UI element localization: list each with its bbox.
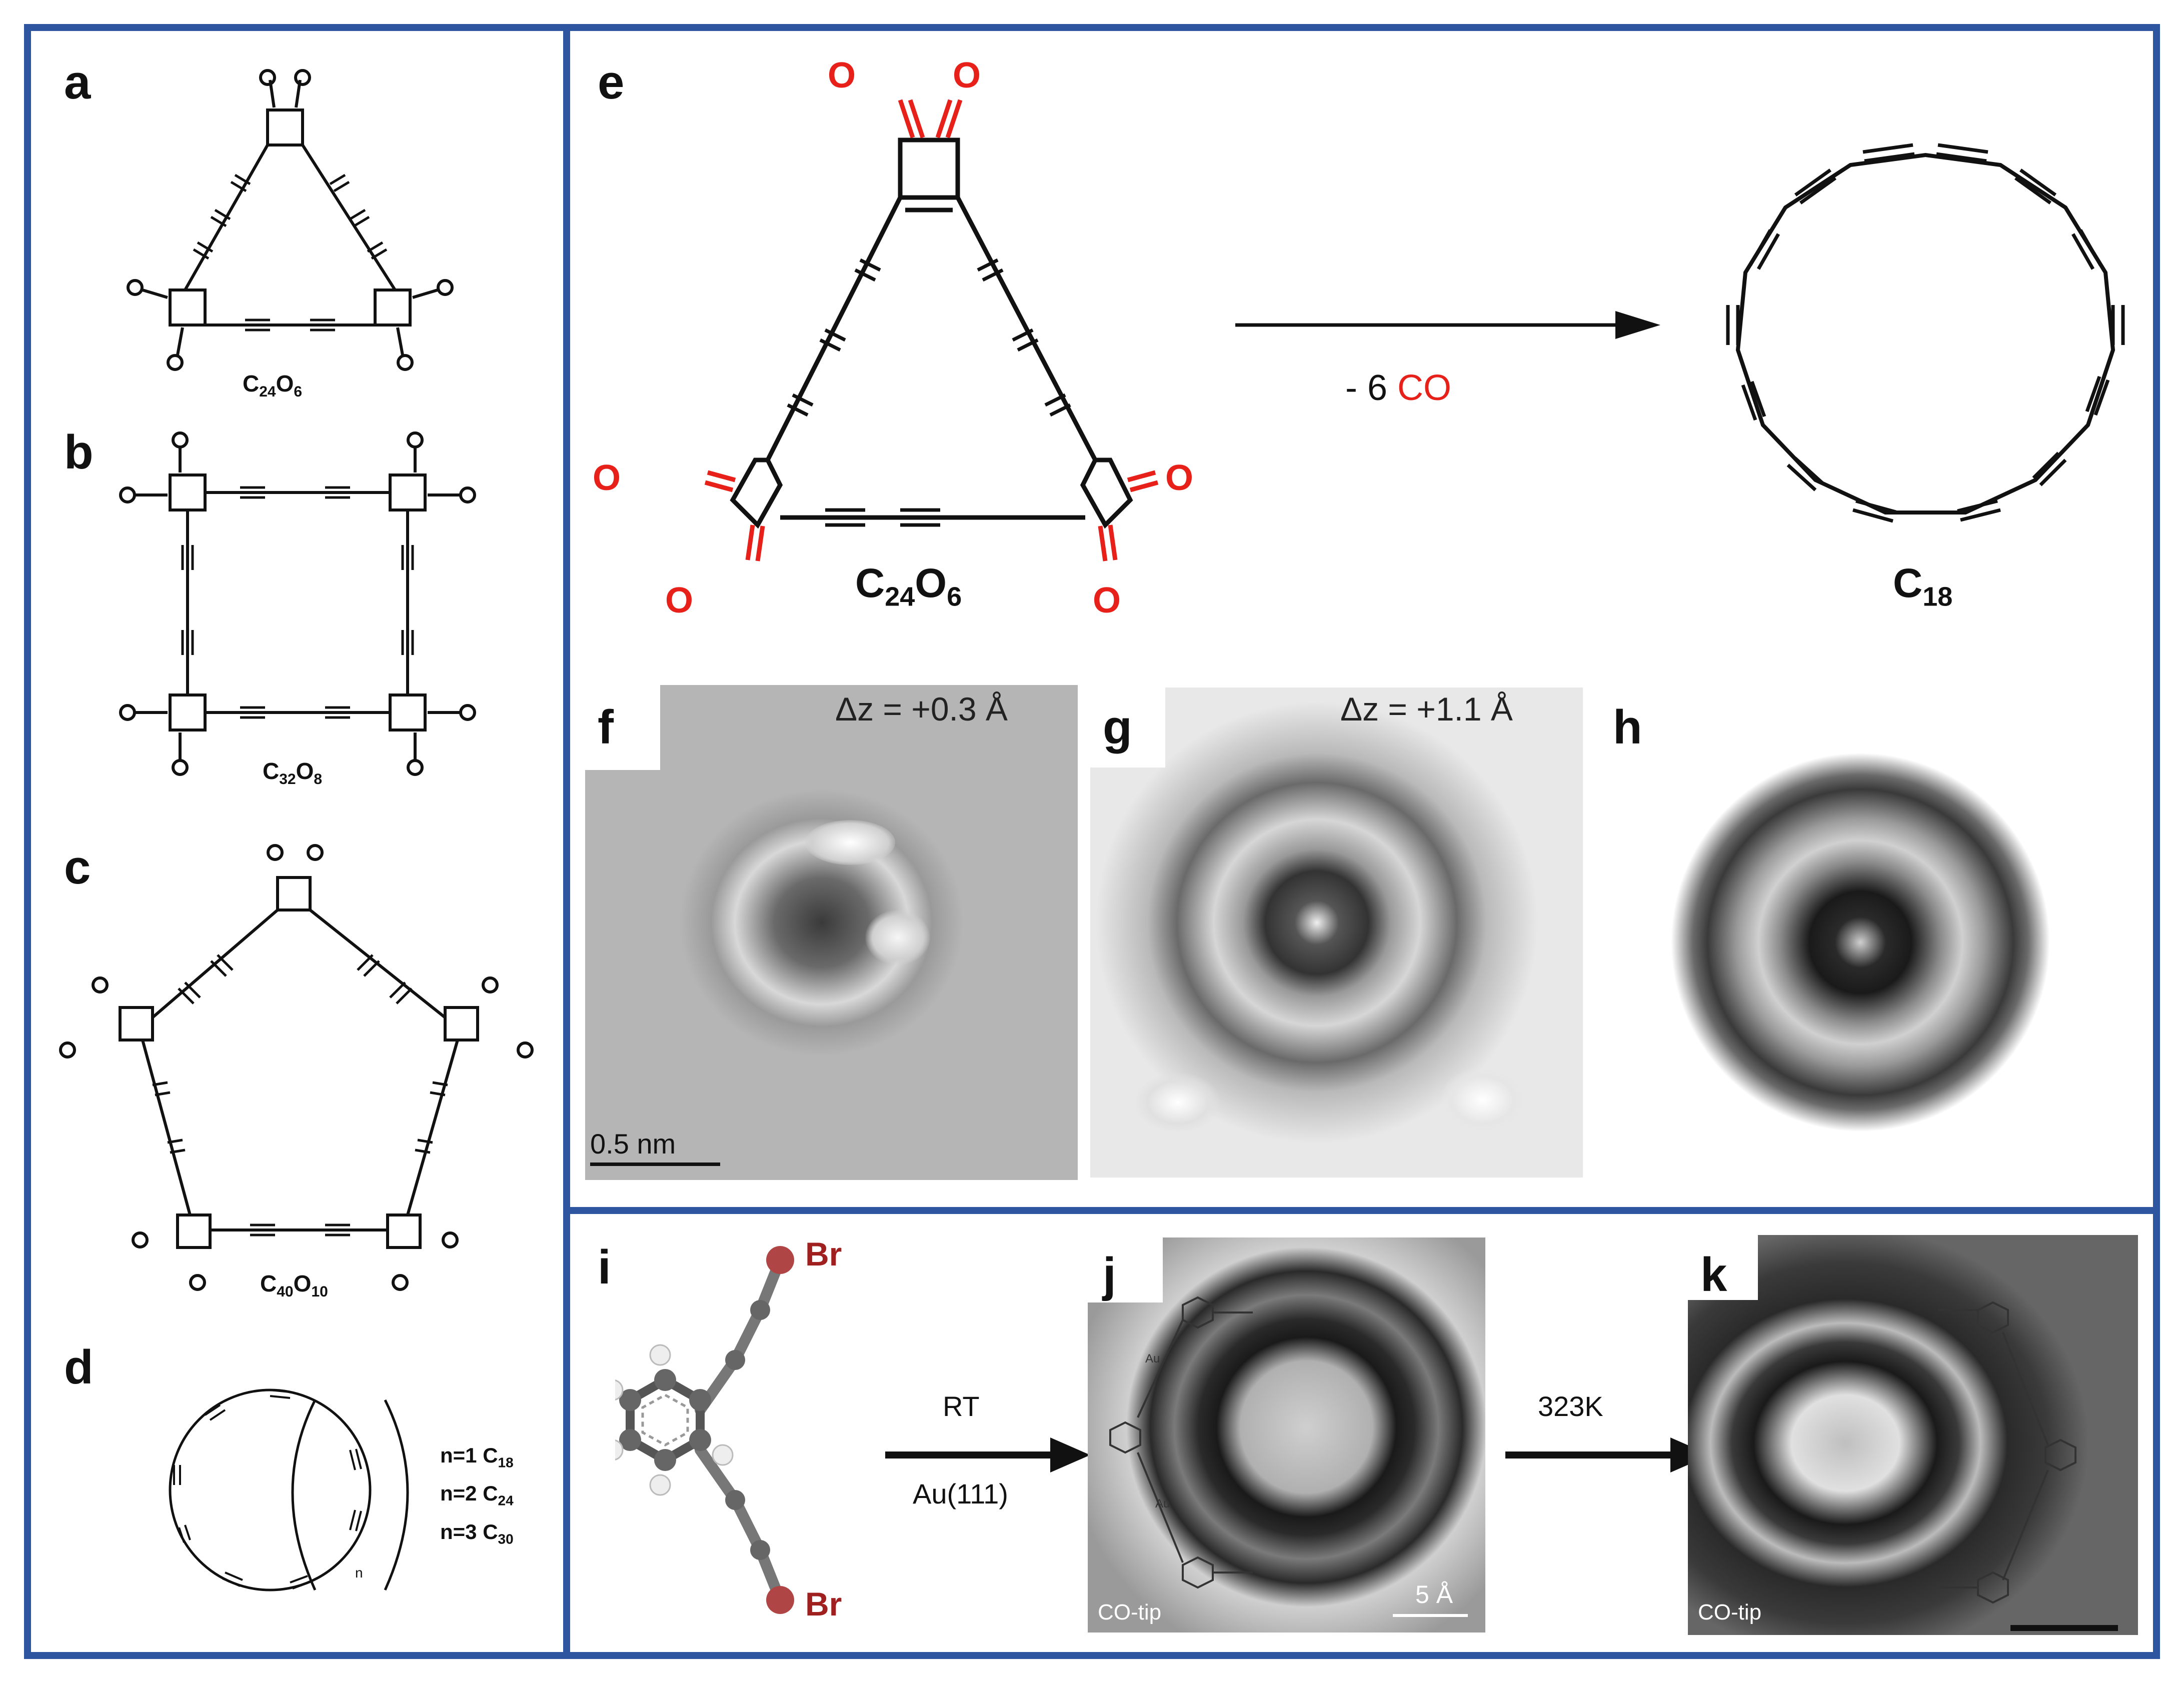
arrow-label-323k: 323K: [1538, 1390, 1603, 1422]
reaction-arrow-j: [1505, 1438, 1710, 1472]
arrow-label-e: - 6 CO: [1345, 368, 1452, 408]
panel-label-j: j: [1103, 1248, 1116, 1302]
k-scale-bar: [2010, 1625, 2118, 1631]
reaction-arrow-i: [885, 1438, 1090, 1472]
afm-image-g: [1090, 688, 1583, 1178]
d-series-list: n=1 C18 n=2 C24 n=3 C30: [440, 1440, 514, 1554]
bottom-right-panel-frame: [563, 1207, 2160, 1659]
panel-label-a: a: [64, 56, 91, 109]
d-series-n3: n=3 C30: [440, 1520, 514, 1547]
f-dz-label: Δz = +0.3 Å: [835, 690, 1008, 728]
oxygen-label-left-bottom: O: [665, 580, 694, 620]
oxygen-label-left: O: [593, 458, 621, 498]
arrow-label-au111: Au(111): [913, 1478, 1008, 1510]
panel-label-b: b: [64, 426, 94, 479]
afm-g-bright-spot-left: [1135, 1072, 1220, 1132]
svg-text:Au: Au: [1155, 1497, 1170, 1510]
structure-cyclocarbon-series: [169, 1388, 409, 1592]
panel-label-k: k: [1700, 1248, 1727, 1302]
f-scale-bar: [590, 1162, 720, 1166]
panel-label-d: d: [64, 1340, 94, 1394]
formula-c24o6-a: C24O6: [243, 370, 303, 400]
molecule-ball-stick-i: [615, 1246, 794, 1614]
structure-c32o8: [119, 432, 476, 776]
d-series-n1: n=1 C18: [440, 1444, 514, 1470]
afm-j-white-box: [1088, 1238, 1163, 1302]
k-co-tip-label: CO-tip: [1698, 1600, 1762, 1624]
simulated-image-h: [1600, 688, 2100, 1178]
oxygen-label-top-left: O: [828, 56, 856, 96]
br-label-top: Br: [805, 1236, 842, 1272]
formula-c24o6-e: C24O6: [855, 560, 962, 612]
oxygen-label-right: O: [1165, 458, 1194, 498]
oxygen-label-top-right: O: [953, 56, 981, 96]
k-overlay-structure: [1938, 1301, 2076, 1604]
d-n-subscript: n: [355, 1565, 363, 1580]
formula-c18: C18: [1893, 560, 1953, 612]
f-scale-label: 0.5 nm: [590, 1128, 676, 1160]
afm-g-bright-spot-right: [1440, 1068, 1525, 1132]
j-scale-label: 5 Å: [1415, 1580, 1453, 1608]
svg-text:Au: Au: [1145, 1352, 1160, 1366]
panel-label-h: h: [1613, 700, 1642, 754]
afm-g-white-box: [1090, 688, 1165, 768]
arrow-label-rt: RT: [943, 1390, 980, 1422]
panel-label-e: e: [598, 56, 625, 109]
afm-f-white-box: [585, 685, 660, 770]
structure-c18-product: [1726, 143, 2125, 523]
oxygen-label-right-bottom: O: [1093, 580, 1121, 620]
afm-image-j: Au Au: [1088, 1238, 1485, 1632]
panel-label-f: f: [598, 700, 614, 754]
structure-c24o6-reactant: [704, 99, 1159, 562]
panel-label-i: i: [598, 1240, 611, 1294]
g-dz-label: Δz = +1.1 Å: [1340, 690, 1513, 728]
j-overlay-structure: Au Au: [1109, 1296, 1253, 1589]
structure-c24o6-small: [127, 69, 454, 371]
structure-c40o10: [59, 844, 534, 1291]
j-co-tip-label: CO-tip: [1098, 1600, 1162, 1624]
j-scale-bar: [1393, 1614, 1468, 1617]
afm-f-bright-spot-2: [865, 910, 930, 965]
br-label-bottom: Br: [805, 1586, 842, 1622]
panel-label-g: g: [1103, 700, 1132, 754]
afm-image-k: [1688, 1235, 2138, 1635]
reaction-arrow-e: [1235, 311, 1660, 339]
panel-label-c: c: [64, 840, 91, 894]
afm-f-bright-spot: [805, 820, 895, 865]
d-series-n2: n=2 C24: [440, 1482, 514, 1508]
afm-image-f: [585, 685, 1078, 1180]
formula-c40o10: C40O10: [260, 1270, 328, 1300]
formula-c32o8: C32O8: [263, 758, 323, 788]
afm-k-white-box: [1688, 1235, 1758, 1300]
